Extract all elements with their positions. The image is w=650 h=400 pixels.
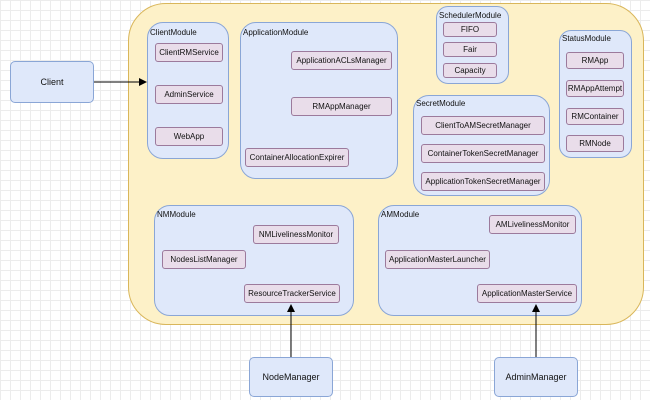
nm-module-title: NMModule <box>157 210 196 219</box>
nodes-list-manager[interactable]: NodesListManager <box>162 250 246 269</box>
client-module-title: ClientModule <box>150 28 197 37</box>
rm-app-manager[interactable]: RMAppManager <box>291 97 392 116</box>
resource-tracker-service[interactable]: ResourceTrackerService <box>244 284 340 303</box>
client-to-am-secret-manager[interactable]: ClientToAMSecretManager <box>421 116 545 135</box>
node-manager-node[interactable]: NodeManager <box>249 357 333 397</box>
application-acls-manager[interactable]: ApplicationACLsManager <box>291 51 392 70</box>
web-app[interactable]: WebApp <box>155 127 223 146</box>
status-rm-container[interactable]: RMContainer <box>566 108 624 125</box>
container-token-secret-manager[interactable]: ContainerTokenSecretManager <box>421 144 545 163</box>
status-rm-app[interactable]: RMApp <box>566 52 624 69</box>
client-rm-service[interactable]: ClientRMService <box>155 43 223 62</box>
scheduler-module-title: SchedulerModule <box>439 11 502 20</box>
status-rm-node[interactable]: RMNode <box>566 135 624 152</box>
application-master-launcher[interactable]: ApplicationMasterLauncher <box>385 250 490 269</box>
status-rm-app-attempt[interactable]: RMAppAttempt <box>566 80 624 97</box>
admin-manager-node[interactable]: AdminManager <box>494 357 578 397</box>
container-allocation-expirer[interactable]: ContainerAllocationExpirer <box>245 148 349 167</box>
application-module-title: ApplicationModule <box>243 28 309 37</box>
am-liveliness-monitor[interactable]: AMLivelinessMonitor <box>489 215 576 234</box>
scheduler-capacity[interactable]: Capacity <box>443 63 497 78</box>
admin-service[interactable]: AdminService <box>155 85 223 104</box>
application-master-service[interactable]: ApplicationMasterService <box>477 284 577 303</box>
secret-module-title: SecretModule <box>416 99 466 108</box>
nm-liveliness-monitor[interactable]: NMLivelinessMonitor <box>253 225 339 244</box>
client-node[interactable]: Client <box>10 61 94 103</box>
status-module-title: StatusModule <box>562 34 611 43</box>
application-token-secret-manager[interactable]: ApplicationTokenSecretManager <box>421 172 545 191</box>
scheduler-fifo[interactable]: FIFO <box>443 22 497 37</box>
am-module-title: AMModule <box>381 210 420 219</box>
scheduler-fair[interactable]: Fair <box>443 42 497 57</box>
